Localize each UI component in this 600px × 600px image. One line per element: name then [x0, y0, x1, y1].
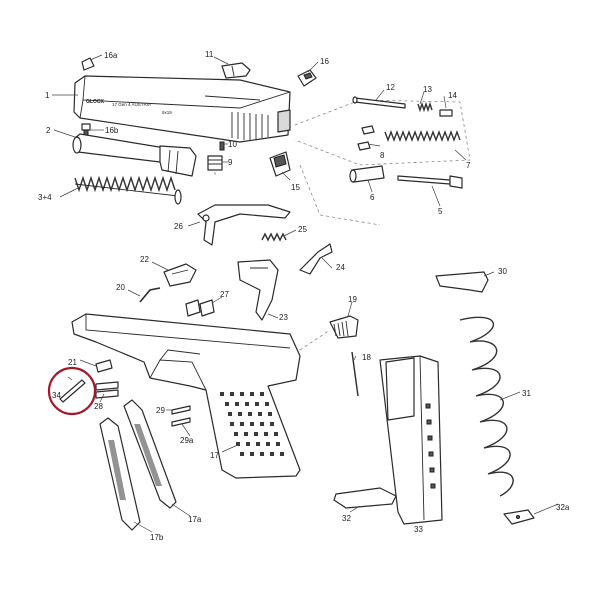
slide-serrations	[231, 112, 269, 140]
label-16a: 16a	[104, 51, 118, 60]
label-26: 26	[174, 222, 183, 231]
label-34: 34	[52, 391, 61, 400]
trigger-mechanism-housing	[237, 259, 279, 321]
label-30: 30	[498, 267, 507, 276]
sight-screw	[81, 123, 91, 137]
firing-pin-channel-liner	[352, 96, 406, 109]
label-6: 6	[370, 193, 375, 202]
label-29: 29	[156, 406, 165, 415]
spring-loaded-bearing	[207, 155, 223, 171]
label-32: 32	[342, 514, 351, 523]
label-16b: 16b	[105, 126, 119, 135]
slide: GLOCK 17 Gen 4 AUSTRIA 9x19	[73, 75, 291, 143]
label-23: 23	[279, 313, 288, 322]
highlighted-pin-34	[47, 366, 97, 416]
locking-block	[95, 359, 113, 373]
label-7: 7	[466, 161, 471, 170]
label-22: 22	[140, 255, 149, 264]
magazine-tube	[379, 355, 443, 525]
trigger-pin-28	[95, 381, 119, 399]
trigger-bar	[197, 204, 291, 246]
label-15: 15	[291, 183, 300, 192]
leader-lines	[52, 54, 559, 533]
label-2: 2	[46, 126, 51, 135]
label-18: 18	[362, 353, 371, 362]
label-21: 21	[68, 358, 77, 367]
label-3-4: 3+4	[38, 193, 52, 202]
label-13: 13	[423, 85, 432, 94]
label-11: 11	[205, 50, 214, 59]
barrel	[72, 133, 197, 177]
trigger-spring	[261, 232, 287, 242]
grip-texture	[220, 392, 284, 456]
label-12: 12	[386, 83, 395, 92]
label-14: 14	[448, 91, 457, 100]
slide-caliber: 9x19	[162, 110, 172, 115]
label-27: 27	[220, 290, 229, 299]
label-17a: 17a	[188, 515, 202, 524]
label-33: 33	[414, 525, 423, 534]
slide-logo: GLOCK	[86, 99, 104, 105]
backstrap-large	[99, 417, 141, 531]
label-17b: 17b	[150, 533, 164, 542]
slide-stop-lever	[299, 243, 333, 275]
label-29a: 29a	[180, 436, 194, 445]
slide-cover-plate	[269, 151, 291, 177]
recoil-spring-assembly	[74, 175, 182, 205]
label-31: 31	[522, 389, 531, 398]
part-labels: 16a 11 16 1 16b 2 3+4 10 9 15 12 13 14 8…	[38, 50, 570, 542]
label-32a: 32a	[556, 503, 570, 512]
magazine-catch	[329, 315, 359, 339]
label-28: 28	[94, 402, 103, 411]
label-5: 5	[438, 207, 443, 216]
trigger-mechanism-housing-pin	[163, 263, 197, 287]
locking-block-pin	[185, 299, 215, 317]
slide-marking: 17 Gen 4 AUSTRIA	[112, 102, 151, 107]
label-16: 16	[320, 57, 329, 66]
rear-sight	[221, 62, 251, 79]
firing-pin-safety-sleeve	[349, 165, 385, 183]
front-sight	[81, 57, 95, 71]
firing-pin-spring	[384, 130, 461, 142]
label-1: 1	[45, 91, 50, 100]
connector	[139, 287, 161, 303]
label-24: 24	[336, 263, 345, 272]
magazine-floor-plate	[333, 487, 397, 509]
spacer-sleeve	[357, 125, 375, 151]
label-19: 19	[348, 295, 357, 304]
magazine-floor-plate-insert	[503, 509, 535, 525]
receiver-frame	[71, 313, 301, 479]
label-17: 17	[210, 451, 219, 460]
rear-sight-insert	[297, 69, 317, 87]
firing-pin	[397, 175, 463, 189]
backstrap-medium	[123, 399, 177, 509]
label-9: 9	[228, 158, 233, 167]
magazine-spring	[459, 316, 514, 497]
label-10: 10	[228, 140, 237, 149]
firing-pin-safety	[439, 109, 453, 117]
label-8: 8	[380, 151, 385, 160]
backstrap-pin-29	[171, 405, 191, 415]
label-20: 20	[116, 283, 125, 292]
spring-cups	[417, 101, 433, 113]
label-25: 25	[298, 225, 307, 234]
magazine-follower	[435, 271, 489, 293]
backstrap-pin-29a	[171, 417, 191, 427]
magazine-catch-spring	[351, 351, 359, 397]
extractor-depressor-plunger	[219, 141, 225, 151]
